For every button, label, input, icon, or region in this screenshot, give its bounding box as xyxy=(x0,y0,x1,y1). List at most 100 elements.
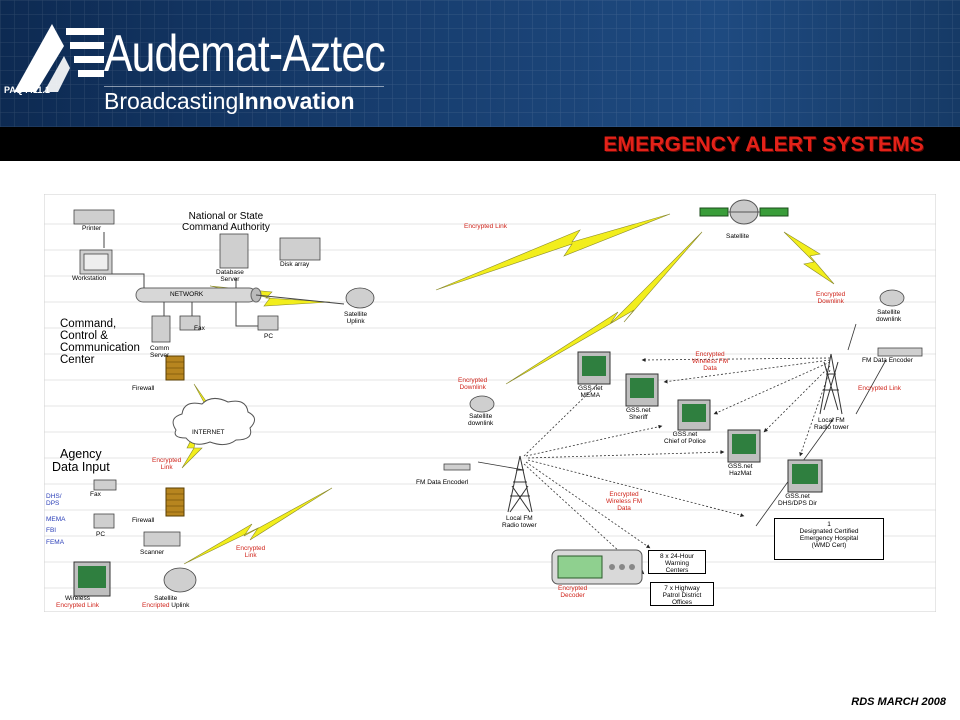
sat-downlink-right-dish xyxy=(879,289,905,307)
label-line: Encrypted xyxy=(695,351,725,358)
wireless-label: Wireless Encrypted Link xyxy=(56,595,99,610)
monitor-hazmat xyxy=(727,429,761,463)
label-line: Encrypted xyxy=(458,377,488,384)
label-line: Satellite xyxy=(154,595,178,602)
heading-line: National or State xyxy=(188,211,264,222)
agency-item: FBI xyxy=(46,527,57,535)
monitor-wireless xyxy=(73,561,111,597)
firewall2-label: Firewall xyxy=(132,517,155,524)
label-line: Comm xyxy=(150,345,170,352)
box-line: 1 xyxy=(827,521,831,528)
label-line: Server xyxy=(220,275,240,283)
label-line: GSS.net xyxy=(728,463,753,470)
label-line: downlink xyxy=(468,419,494,427)
label-line: Wireless FM xyxy=(606,497,643,505)
gss-monitors xyxy=(73,351,823,597)
box-line: Centers xyxy=(665,567,689,575)
bolt-satellite-down xyxy=(505,231,703,385)
broadcast-arrows xyxy=(523,357,831,575)
gss-dhs-label: GSS.net DHS/DPS Dir xyxy=(778,493,818,508)
footer-date: RDS MARCH 2008 xyxy=(851,696,946,708)
brand-name: Audemat-Aztec xyxy=(104,25,386,83)
label-line: Database xyxy=(216,269,244,276)
sat-uplink2-dish xyxy=(163,567,197,593)
label-line: Satellite xyxy=(469,413,493,420)
agency-heading: Agency Data Input xyxy=(52,447,110,474)
tagline-bold: Innovation xyxy=(238,88,355,114)
sat-uplink2-label: Satellite Encripted Uplink xyxy=(142,595,190,610)
label-line: Satellite xyxy=(344,311,368,318)
tagline-light: Broadcasting xyxy=(104,88,239,114)
agency-list: DHS/ DPS MEMA FBI FEMA xyxy=(46,493,66,547)
label-line: downlink xyxy=(876,315,902,323)
label-line: Encrypted xyxy=(816,291,846,298)
label-line: Downlink xyxy=(817,297,844,305)
label-line: Local FM xyxy=(817,417,845,424)
section-title: EMERGENCY ALERT SYSTEMS xyxy=(603,133,924,156)
gss-chief-label: GSS.net Chief of Police xyxy=(664,431,706,446)
label-line: Wireless xyxy=(65,595,90,602)
fax2-label: Fax xyxy=(90,491,101,498)
agency-item: MEMA xyxy=(46,515,66,523)
heading-line: Communication xyxy=(60,342,140,355)
eas-network-diagram: Command, Control & Communication Center … xyxy=(44,194,936,612)
radio-tower-mid-label: Local FM Radio tower xyxy=(502,515,537,530)
fax-shape xyxy=(179,315,201,331)
encrypted-link-right-label: Encrypted Link xyxy=(858,385,901,392)
database-server-shape xyxy=(219,233,249,269)
label-red-part: Encripted xyxy=(142,601,170,609)
sat-downlink-mid-dish xyxy=(469,395,495,413)
heading-line: Command, xyxy=(60,318,117,330)
label-line: Link xyxy=(244,551,257,559)
agency-item: DHS/ xyxy=(46,493,62,500)
printer-shape xyxy=(73,209,115,225)
heading-line: Control & xyxy=(60,330,108,343)
label-line: DHS/DPS Dir xyxy=(778,499,818,507)
brand-divider xyxy=(104,86,384,87)
label-line: Encrypted xyxy=(236,545,266,552)
disk-array-shape xyxy=(279,237,321,261)
bolt-satellite-mid xyxy=(435,213,671,291)
satellite-icon xyxy=(699,199,789,225)
box-line: 7 x Highway xyxy=(664,585,700,592)
agency-item: DPS xyxy=(46,499,60,507)
heading-line: Center xyxy=(60,354,95,367)
scanner-shape xyxy=(143,531,181,547)
label-line: Encrypted xyxy=(609,491,639,498)
comm-server-shape xyxy=(151,315,171,343)
label-tail: Uplink xyxy=(171,601,190,609)
encrypted-downlink-right-label: Encrypted Downlink xyxy=(816,291,846,306)
label-line: Downlink xyxy=(459,383,486,391)
monitor-sheriff xyxy=(625,373,659,407)
fm-encoder-right-label: FM Data Encoder xyxy=(862,357,913,364)
encrypted-downlink-mid-label: Encrypted Downlink xyxy=(458,377,488,392)
command-center-heading: Command, Control & Communication Center xyxy=(60,318,140,366)
audemat-logo-icon xyxy=(14,24,104,92)
box-line: Patrol District xyxy=(662,592,702,600)
sat-downlink-right-label: Satellite downlink xyxy=(876,309,902,324)
header-banner: Audemat-Aztec BroadcastingInnovation PAQ… xyxy=(0,0,960,127)
label-line: GSS.net xyxy=(626,407,651,414)
box-line: Designated Certified xyxy=(799,528,859,536)
internet-label: INTERNET xyxy=(192,429,225,436)
label-line: GSS.net xyxy=(785,493,810,500)
workstation-label: Workstation xyxy=(72,275,107,282)
title-bar: EMERGENCY ALERT SYSTEMS xyxy=(0,127,960,161)
label-line: Radio tower xyxy=(814,423,849,431)
label-line-red: Encrypted Link xyxy=(56,601,99,609)
pc-shape xyxy=(257,315,279,331)
pc-label: PC xyxy=(264,333,274,340)
box-line: Offices xyxy=(671,599,693,607)
firewall-label: Firewall xyxy=(132,385,155,392)
encrypted-link-agency-label: Encrypted Link xyxy=(152,457,182,472)
label-line: Encrypted xyxy=(152,457,182,464)
reference-code: PAQ4411.1 xyxy=(4,85,50,95)
internet-cloud xyxy=(172,398,255,446)
sat-downlink-mid-label: Satellite downlink xyxy=(468,413,494,428)
encrypted-wireless-top-label: Encrypted Wireless FM Data xyxy=(692,351,728,372)
label-line: Encrypted xyxy=(558,585,588,592)
small-devices xyxy=(73,209,923,593)
encrypted-link-top-label: Encrypted Link xyxy=(464,223,507,230)
bolt-satellite-right xyxy=(783,231,835,285)
monitor-mema xyxy=(577,351,611,385)
